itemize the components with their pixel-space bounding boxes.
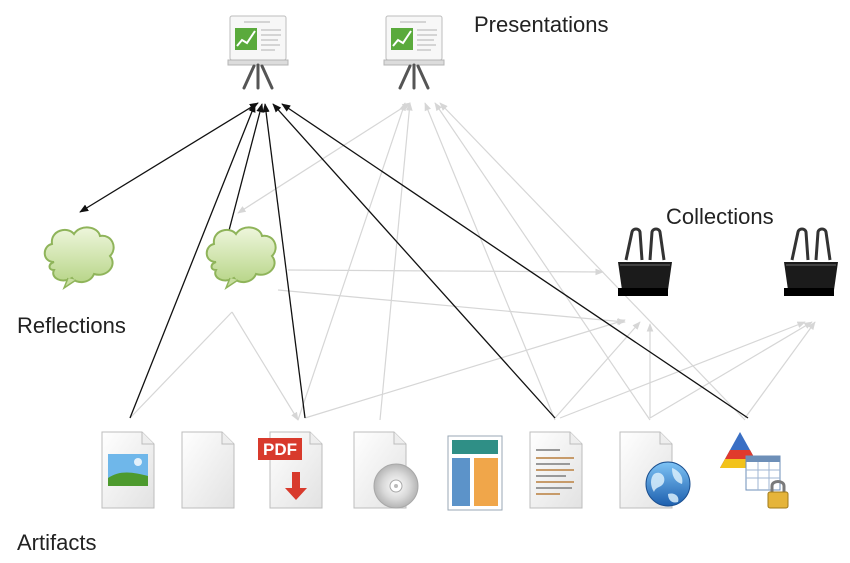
active-links	[79, 102, 749, 419]
pdf-badge-label: PDF	[263, 440, 297, 459]
binder-clip-icon[interactable]	[618, 227, 672, 296]
faded-link	[649, 321, 813, 419]
text-file-icon[interactable]	[529, 431, 583, 509]
active-link	[129, 103, 256, 419]
pdf-file-icon[interactable]: PDF	[258, 431, 323, 509]
disc-file-icon[interactable]	[353, 431, 419, 509]
layout-file-icon[interactable]	[447, 435, 503, 511]
faded-link	[231, 311, 299, 421]
faded-link	[559, 321, 806, 419]
active-link	[262, 103, 306, 419]
presentations-label: Presentations	[474, 12, 609, 37]
faded-link	[287, 268, 604, 276]
thought-cloud-icon[interactable]	[43, 226, 115, 290]
faded-link	[744, 321, 816, 419]
active-link	[272, 103, 556, 419]
presentation-board-icon[interactable]	[227, 15, 289, 90]
reflections-label: Reflections	[17, 313, 126, 338]
active-link	[281, 103, 749, 419]
web-file-icon[interactable]	[619, 431, 691, 509]
blank-file-icon[interactable]	[181, 431, 235, 509]
faded-link	[434, 102, 651, 421]
faded-link	[439, 102, 746, 421]
faded-link	[297, 102, 406, 421]
secure-chart-file-icon[interactable]	[720, 432, 789, 509]
active-link	[79, 102, 259, 213]
faded-links	[129, 102, 816, 421]
binder-clip-icon[interactable]	[784, 227, 838, 296]
faded-link	[424, 102, 556, 421]
collections-label: Collections	[666, 204, 774, 229]
faded-link	[237, 102, 411, 214]
faded-link	[129, 311, 233, 419]
presentation-board-icon[interactable]	[383, 15, 445, 90]
faded-link	[554, 321, 641, 419]
faded-link	[379, 102, 413, 421]
image-file-icon[interactable]	[101, 431, 155, 509]
faded-link	[277, 289, 626, 325]
artifacts-label: Artifacts	[17, 530, 97, 555]
thought-cloud-icon[interactable]	[205, 226, 277, 290]
faded-link	[304, 319, 626, 419]
